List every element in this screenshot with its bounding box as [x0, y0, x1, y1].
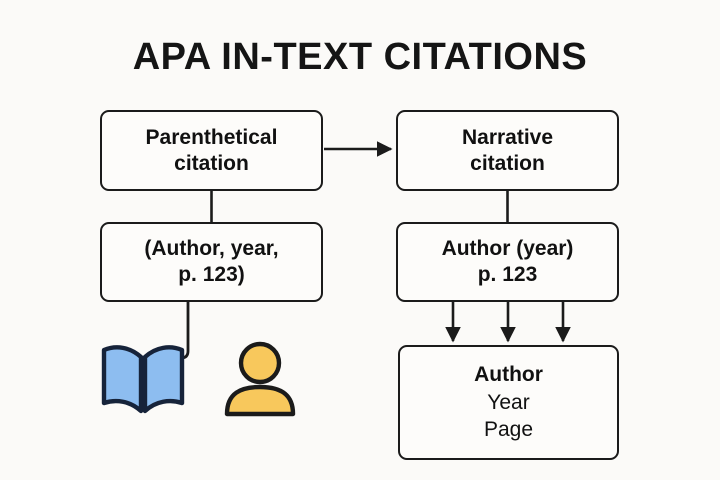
node-narrative-format-line1: Author (year)	[441, 237, 574, 261]
node-narrative-line2: citation	[470, 151, 545, 175]
node-parenthetical-format-line2: p. 123)	[178, 263, 245, 286]
node-narrative-citation[interactable]: Narrative citation	[396, 110, 619, 191]
node-parenthetical-format-line1: (Author, year,	[144, 237, 279, 261]
person-icon	[224, 341, 296, 417]
node-components-page: Page	[483, 418, 534, 442]
node-parenthetical-line2: citation	[174, 151, 249, 175]
node-parenthetical-citation[interactable]: Parenthetical citation	[100, 110, 323, 191]
open-book-icon	[101, 345, 185, 414]
node-narrative-line1: Narrative	[461, 125, 554, 149]
page-title: APA IN-TEXT CITATIONS	[132, 36, 588, 78]
node-parenthetical-format[interactable]: (Author, year, p. 123)	[100, 222, 323, 302]
node-narrative-format-line2: p. 123	[477, 263, 538, 286]
node-parenthetical-line1: Parenthetical	[145, 125, 278, 149]
node-components-author: Author	[474, 363, 543, 387]
node-narrative-format[interactable]: Author (year) p. 123	[396, 222, 619, 302]
node-components-year: Year	[487, 390, 530, 414]
node-citation-components[interactable]: Author Year Page	[398, 345, 619, 460]
